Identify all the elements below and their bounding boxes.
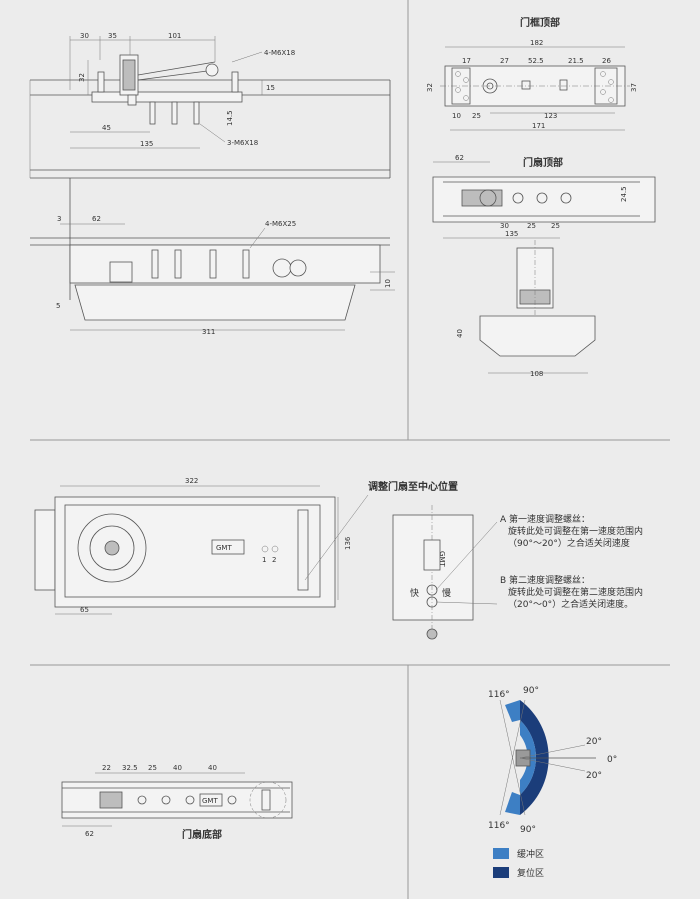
legend-buffer-label: 缓冲区	[517, 848, 544, 860]
dim-40a-bottom: 40	[173, 764, 182, 772]
angle-116-top: 116°	[488, 690, 510, 700]
dim-123: 123	[544, 112, 557, 120]
speed-b-line2: （20°～0°）之合适关闭速度。	[508, 598, 633, 610]
reset-zone-arc	[520, 700, 549, 815]
adjust-arrow-icon	[426, 628, 438, 640]
dim-22: 22	[102, 764, 111, 772]
legend-buffer-swatch	[493, 848, 509, 859]
title-door-top: 门扇顶部	[523, 156, 563, 169]
dim-10-frame: 10	[452, 112, 461, 120]
dim-62-door: 62	[455, 154, 464, 162]
dim-62: 62	[92, 215, 101, 223]
dim-135-door: 135	[505, 230, 518, 238]
dim-17: 17	[462, 57, 471, 65]
dim-32-5: 32.5	[122, 764, 138, 772]
dim-14-5: 14.5	[226, 110, 234, 126]
dim-40-door: 40	[456, 329, 464, 338]
legend-reset-label: 复位区	[517, 867, 544, 879]
dim-3-m6x18: 3-M6X18	[227, 139, 258, 147]
dim-65: 65	[80, 606, 89, 614]
dim-182: 182	[530, 39, 543, 47]
title-door-bottom: 门扇底部	[182, 828, 222, 841]
dim-62-bottom: 62	[85, 830, 94, 838]
dim-40b-bottom: 40	[208, 764, 217, 772]
dim-25a-door: 25	[527, 222, 536, 230]
dim-32: 32	[78, 73, 86, 82]
frame-top-view: 门框顶部 182 17 27 52.5 21.5 26 32 37 10 25 …	[426, 16, 638, 131]
dim-26: 26	[602, 57, 611, 65]
dim-135: 135	[140, 140, 153, 148]
title-frame-top: 门框顶部	[520, 16, 560, 29]
dim-21-5: 21.5	[568, 57, 584, 65]
dim-25-bottom: 25	[148, 764, 157, 772]
plan-view: 322 GMT 1 2 调整门扇至中心位置 136 65 GMT 快 慢 A 第…	[34, 477, 643, 640]
dim-45: 45	[102, 124, 111, 132]
dim-25b-door: 25	[551, 222, 560, 230]
speed-b-title: B 第二速度调整螺丝：	[500, 574, 590, 586]
dim-322: 322	[185, 477, 198, 485]
label-gmt-bottom: GMT	[202, 797, 218, 805]
dim-4-m6x25: 4-M6X25	[265, 220, 296, 228]
dim-5: 5	[56, 302, 60, 310]
angle-20-bottom: 20°	[586, 771, 602, 781]
angle-90-bottom: 90°	[520, 825, 536, 835]
dim-37: 37	[630, 83, 638, 92]
angle-20-top: 20°	[586, 737, 602, 747]
angle-0: 0°	[607, 755, 617, 765]
dim-3: 3	[57, 215, 61, 223]
dim-52-5: 52.5	[528, 57, 544, 65]
dim-10: 10	[384, 279, 392, 288]
dim-101: 101	[168, 32, 181, 40]
door-top-view: 门扇顶部 62 24.5 30 25 25 135 40 108	[432, 154, 656, 378]
dim-27: 27	[500, 57, 509, 65]
dim-35: 35	[108, 32, 117, 40]
title-adjust-center: 调整门扇至中心位置	[368, 480, 458, 493]
dim-30-door: 30	[500, 222, 509, 230]
dim-25-frame: 25	[472, 112, 481, 120]
speed-a-line2: （90°～20°）之合适关闭速度	[508, 537, 630, 549]
door-bottom-view: 22 32.5 25 40 40 GMT 62 门扇底部	[61, 764, 293, 841]
angle-diagram: 116° 90° 20° 0° 20° 116° 90° 缓冲区 复位区	[488, 686, 617, 879]
dim-24-5: 24.5	[620, 186, 628, 202]
label-2: 2	[272, 556, 276, 564]
dim-30: 30	[80, 32, 89, 40]
label-gmt-plan: GMT	[216, 544, 232, 552]
speed-a-line1: 旋转此处可调整在第一速度范围内	[508, 525, 643, 537]
speed-b-line1: 旋转此处可调整在第二速度范围内	[508, 586, 643, 598]
top-left-elevation: 30 35 101 4-M6X18 32 15 45 14.5 135 3-M6…	[29, 32, 395, 336]
dim-15: 15	[266, 84, 275, 92]
dim-108: 108	[530, 370, 543, 378]
speed-a-title: A 第一速度调整螺丝：	[500, 513, 590, 525]
angle-90-top: 90°	[523, 686, 539, 696]
label-fast: 快	[410, 587, 419, 599]
dim-32-frame: 32	[426, 83, 434, 92]
dim-311: 311	[202, 328, 215, 336]
dim-4-m6x18: 4-M6X18	[264, 49, 295, 57]
dim-136: 136	[344, 536, 352, 550]
label-slow: 慢	[442, 587, 451, 599]
label-gmt-detail: GMT	[438, 551, 446, 567]
label-1: 1	[262, 556, 266, 564]
dim-171: 171	[532, 122, 545, 130]
legend-reset-swatch	[493, 867, 509, 878]
angle-116-bottom: 116°	[488, 821, 510, 831]
